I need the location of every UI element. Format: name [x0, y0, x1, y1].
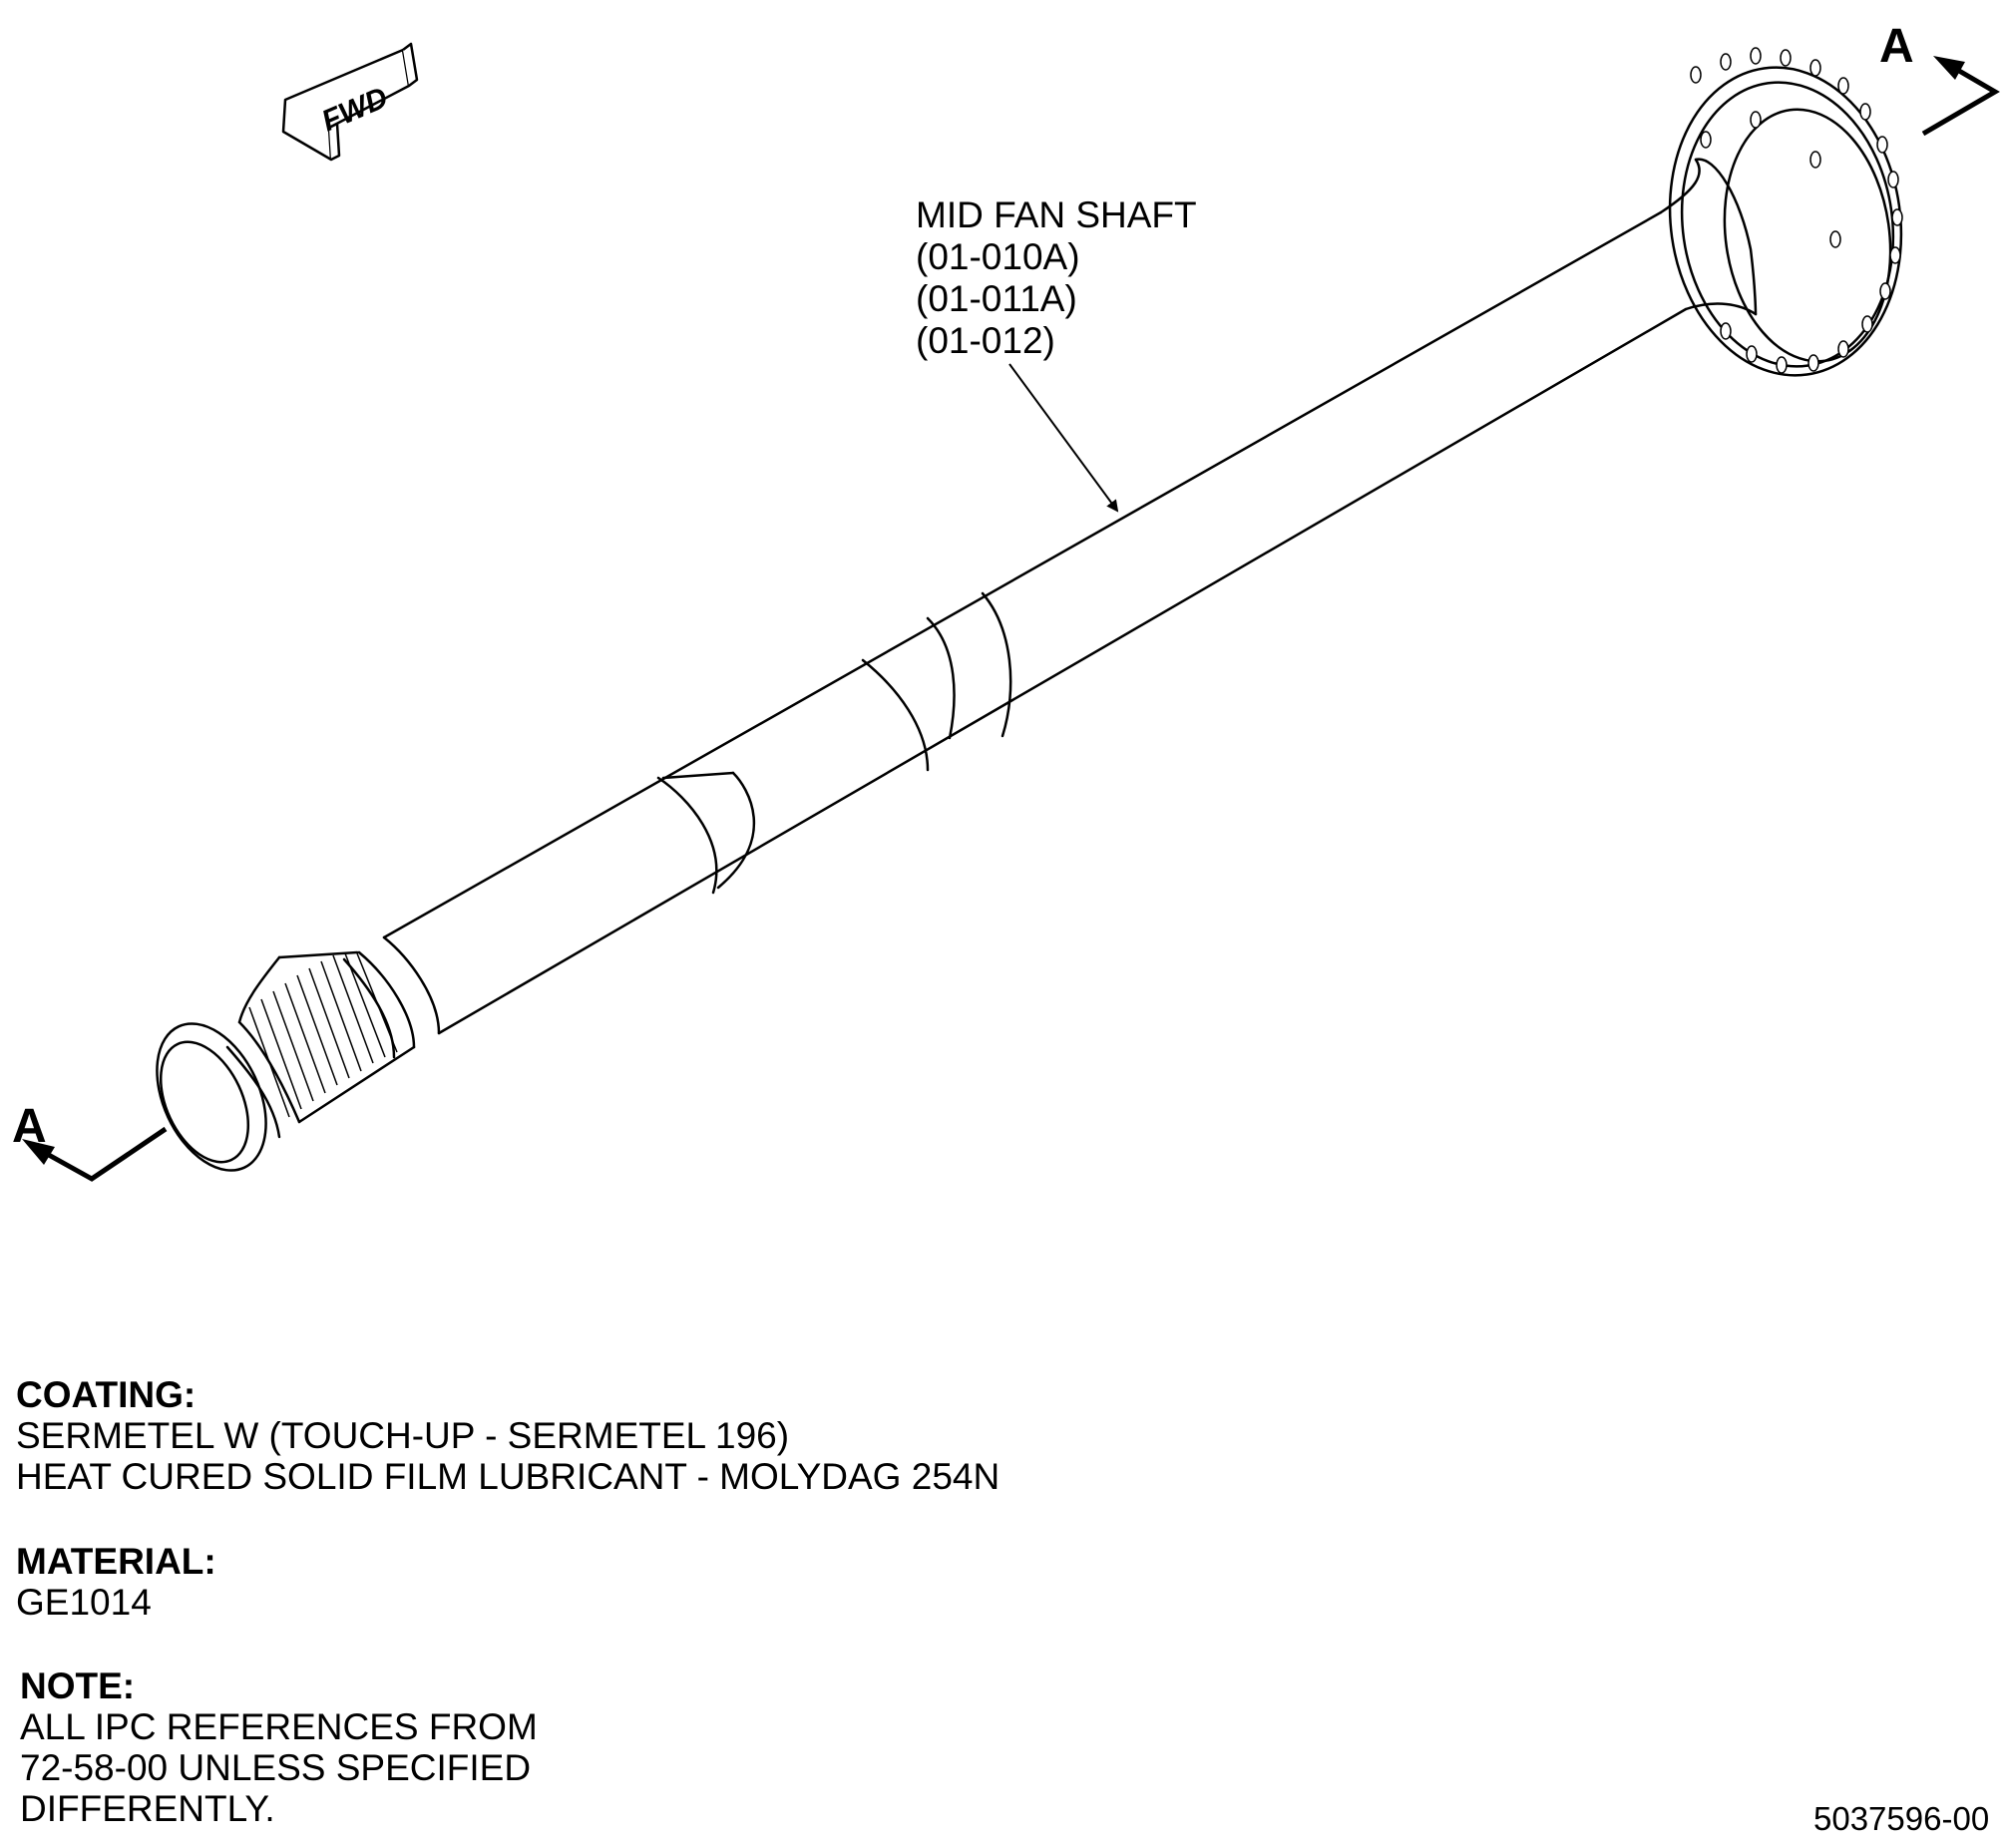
coating-heading: COATING: [16, 1374, 197, 1415]
section-letter-right: A [1879, 20, 1914, 73]
callout-line-1: MID FAN SHAFT [916, 194, 1197, 235]
spline-teeth [248, 952, 398, 1118]
callout-line-2: (01-010A) [916, 236, 1080, 277]
note-line: ALL IPC REFERENCES FROM [20, 1706, 538, 1747]
coating-line: HEAT CURED SOLID FILM LUBRICANT - MOLYDA… [16, 1456, 1001, 1497]
fwd-arrow-icon: FWD [281, 42, 419, 162]
section-mark-left: A [12, 1100, 168, 1182]
shaft-body [156, 66, 1903, 1172]
note-line: 72-58-00 UNLESS SPECIFIED [20, 1747, 532, 1788]
note-heading: NOTE: [20, 1665, 136, 1706]
callout-line-4: (01-012) [916, 320, 1055, 361]
material-note: MATERIAL: GE1014 [16, 1541, 216, 1623]
general-note: NOTE: ALL IPC REFERENCES FROM 72-58-00 U… [20, 1665, 538, 1829]
figure-number: 5037596-00 [1813, 1800, 1990, 1837]
coating-line: SERMETEL W (TOUCH-UP - SERMETEL 196) [16, 1415, 790, 1456]
part-callout: MID FAN SHAFT (01-010A) (01-011A) (01-01… [916, 194, 1197, 361]
callout-line-3: (01-011A) [916, 278, 1077, 319]
material-line: GE1014 [16, 1582, 152, 1623]
callout-leader [1008, 363, 1119, 513]
flange-holes [1690, 47, 1903, 374]
note-line: DIFFERENTLY. [20, 1788, 275, 1829]
section-mark-right: A [1879, 20, 2000, 137]
material-heading: MATERIAL: [16, 1541, 216, 1582]
coating-note: COATING: SERMETEL W (TOUCH-UP - SERMETEL… [16, 1374, 1000, 1497]
